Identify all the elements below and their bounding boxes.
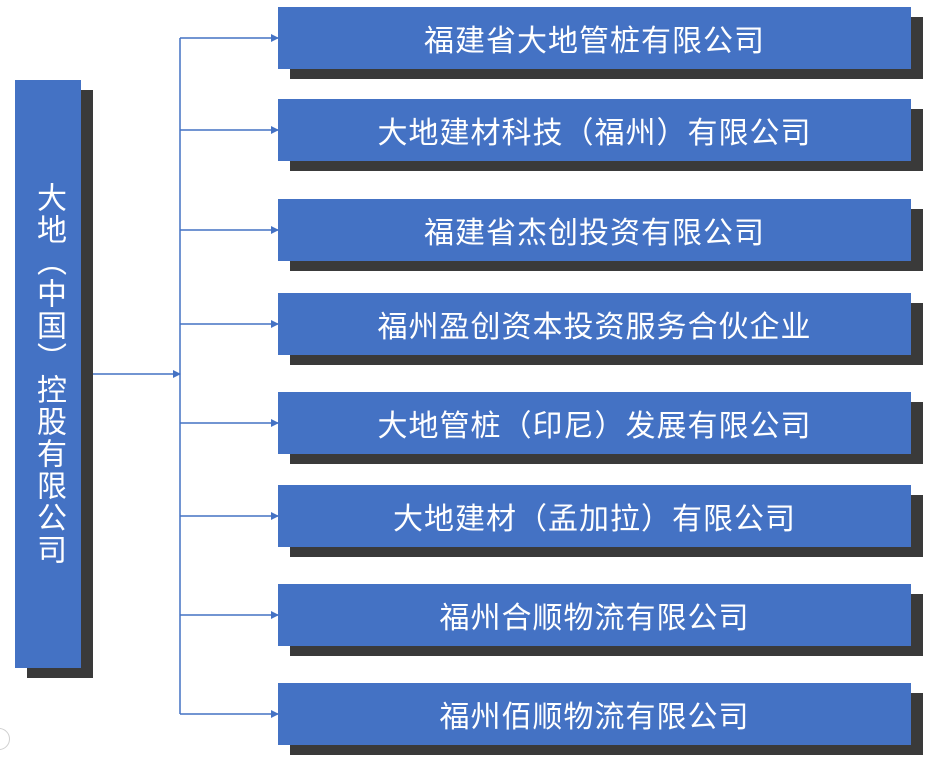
subsidiary-box-8: 福州佰顺物流有限公司 xyxy=(278,683,911,745)
subsidiary-box-1: 福建省大地管桩有限公司 xyxy=(278,7,911,69)
subsidiary-label-7: 福州合顺物流有限公司 xyxy=(439,601,750,636)
subsidiary-label-8: 福州佰顺物流有限公司 xyxy=(439,700,750,735)
subsidiary-label-1: 福建省大地管桩有限公司 xyxy=(424,24,765,59)
subsidiary-box-4: 福州盈创资本投资服务合伙企业 xyxy=(278,293,911,355)
subsidiary-label-3: 福建省杰创投资有限公司 xyxy=(424,216,765,251)
subsidiary-box-2: 大地建材科技（福州）有限公司 xyxy=(278,99,911,161)
subsidiary-label-6: 大地建材（孟加拉）有限公司 xyxy=(393,502,796,537)
corner-circle-mark xyxy=(0,728,10,750)
subsidiary-box-3: 福建省杰创投资有限公司 xyxy=(278,199,911,261)
subsidiary-box-7: 福州合顺物流有限公司 xyxy=(278,584,911,646)
parent-company-box: 大地（中国）控股有限公司 xyxy=(15,80,81,668)
parent-company-label: 大地（中国）控股有限公司 xyxy=(31,182,66,566)
subsidiary-box-6: 大地建材（孟加拉）有限公司 xyxy=(278,485,911,547)
subsidiary-label-5: 大地管桩（印尼）发展有限公司 xyxy=(377,409,812,444)
subsidiary-label-4: 福州盈创资本投资服务合伙企业 xyxy=(377,310,812,345)
subsidiary-label-2: 大地建材科技（福州）有限公司 xyxy=(377,116,812,151)
subsidiary-box-5: 大地管桩（印尼）发展有限公司 xyxy=(278,392,911,454)
